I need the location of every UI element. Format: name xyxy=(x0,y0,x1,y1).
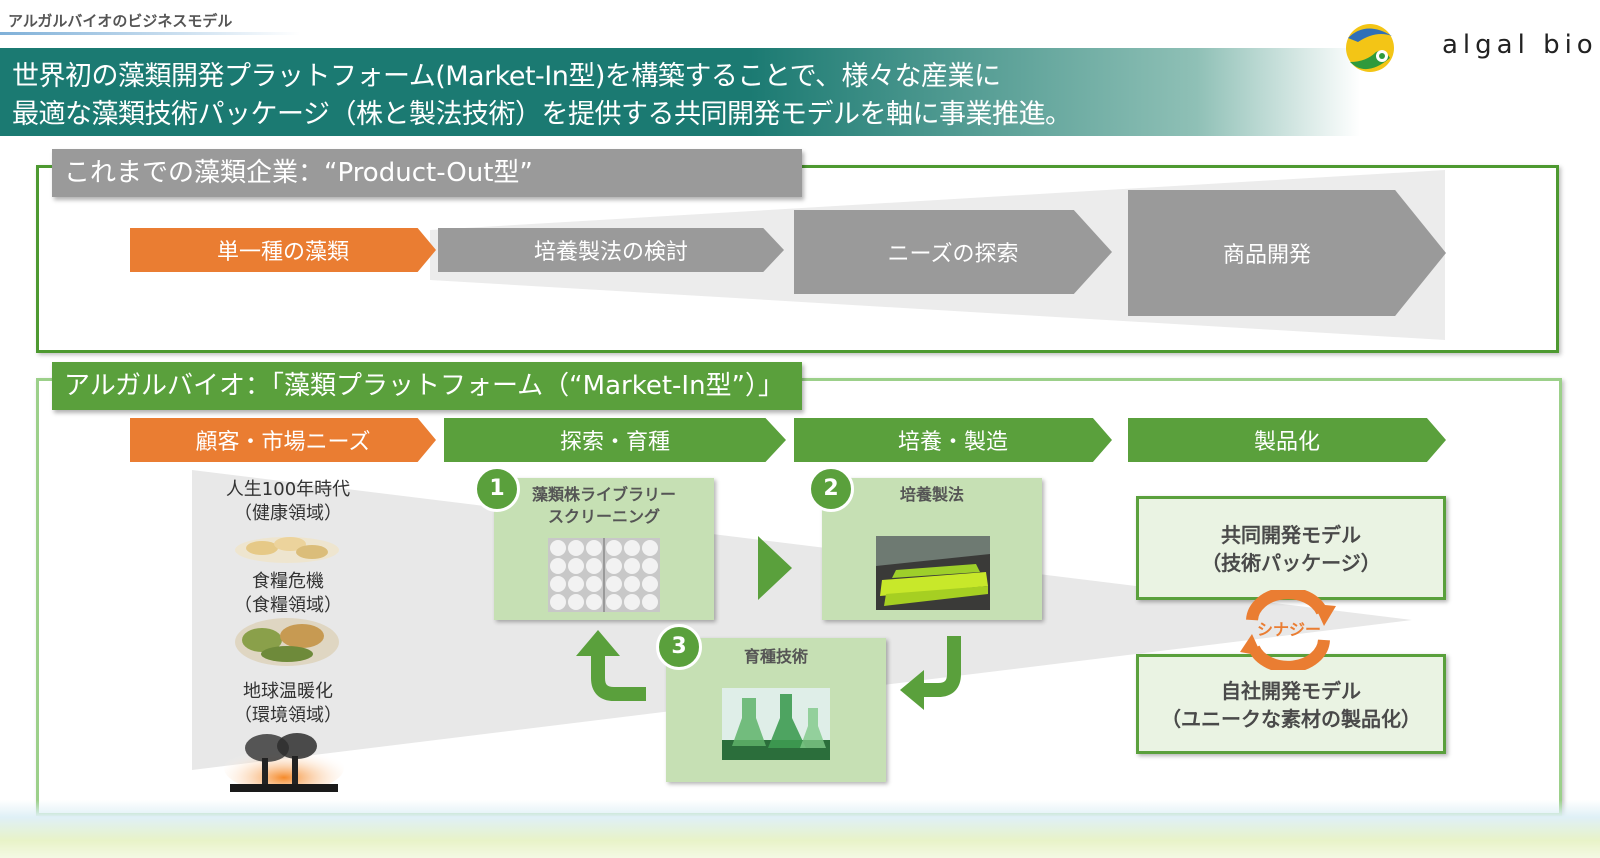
step-number-1: 1 xyxy=(474,466,520,512)
card-1-title-line2: スクリーニング xyxy=(547,507,660,526)
market-in-title: アルガルバイオ：「藻類プラットフォーム（“Market-In型”）」 xyxy=(52,362,802,410)
algal-bio-logo-icon xyxy=(1346,24,1394,72)
step-customer-needs: 顧客・市場ニーズ xyxy=(130,418,436,462)
step-number-2: 2 xyxy=(808,466,854,512)
headline-line-1: 世界初の藻類開発プラットフォーム(Market-In型)を構築することで、様々な… xyxy=(12,61,1001,92)
step-cultivation-method: 培養製法の検討 xyxy=(438,228,784,272)
curved-down-left-arrow-icon xyxy=(900,636,961,710)
step-cultivation-manufacturing: 培養・製造 xyxy=(794,418,1112,462)
card-3-title: 育種技術 xyxy=(743,647,808,666)
step-productization: 製品化 xyxy=(1128,418,1446,462)
card-library-screening: 藻類株ライブラリー スクリーニング xyxy=(494,478,714,620)
step-number-3: 3 xyxy=(656,624,702,670)
card-1-title-line1: 藻類株ライブラリー xyxy=(531,485,676,504)
synergy-label: シナジー xyxy=(1256,620,1321,639)
card-breeding-technology: 育種技術 xyxy=(666,638,886,782)
logo-wordmark: algal bio xyxy=(1442,30,1598,60)
card-2-title: 培養製法 xyxy=(899,485,964,504)
food-dishes-image xyxy=(235,618,339,666)
supplement-capsules-image xyxy=(235,537,339,563)
step-search-breeding: 探索・育種 xyxy=(444,418,786,462)
synergy-cycle-icon xyxy=(1240,590,1336,670)
need-environment: 地球温暖化（環境領域） xyxy=(234,681,342,726)
greenhouse-cultivation-image xyxy=(876,536,990,610)
step-needs-exploration: ニーズの探索 xyxy=(794,210,1112,294)
page-section-label: アルガルバイオのビジネスモデル xyxy=(8,12,233,30)
step-product-development: 商品開発 xyxy=(1128,190,1446,316)
in-house-development-model-box: 自社開発モデル（ユニークな素材の製品化） xyxy=(1136,654,1446,754)
decorative-bottom-band xyxy=(0,800,1600,858)
section-label-underline xyxy=(0,32,300,35)
product-out-title: これまでの藻類企業：“Product-Out型” xyxy=(52,149,802,197)
smokestack-pollution-image xyxy=(224,733,344,792)
flasks-image xyxy=(722,688,830,760)
need-health: 人生100年時代（健康領域） xyxy=(225,479,351,524)
right-triangle-arrow-icon xyxy=(758,536,792,600)
headline-line-2: 最適な藻類技術パッケージ（株と製法技術）を提供する共同開発モデルを軸に事業推進。 xyxy=(12,99,1072,130)
card-cultivation-method: 培養製法 xyxy=(822,478,1042,620)
step-single-algae: 単一種の藻類 xyxy=(130,228,436,272)
culture-plates-image xyxy=(548,538,660,612)
need-food: 食糧危機（食糧領域） xyxy=(234,571,342,616)
curved-up-arrow-icon xyxy=(576,630,646,701)
headline-banner: 世界初の藻類開発プラットフォーム(Market-In型)を構築することで、様々な… xyxy=(0,48,1360,136)
joint-development-model-box: 共同開発モデル（技術パッケージ） xyxy=(1136,496,1446,600)
